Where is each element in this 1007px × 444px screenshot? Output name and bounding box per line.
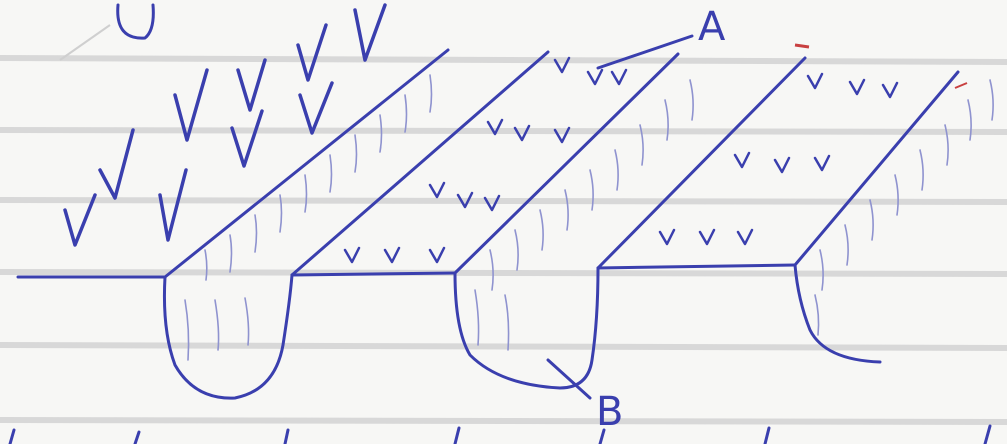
label-b-leader <box>546 358 592 400</box>
crop-marks <box>343 56 899 264</box>
ruled-lines <box>0 55 1007 425</box>
pencil-mark <box>59 24 111 61</box>
trench-3 <box>793 263 882 364</box>
trench-1 <box>162 273 294 400</box>
red-mark-2 <box>954 82 968 89</box>
ground-line <box>16 263 797 279</box>
trench-2 <box>453 266 600 390</box>
red-mark <box>794 43 810 49</box>
bottom-handwriting-fragments <box>8 424 992 444</box>
ridge-lines <box>163 48 960 279</box>
stray-loop-mark <box>116 3 155 40</box>
label-a: A <box>698 4 726 50</box>
label-a-leader <box>596 34 694 70</box>
label-b: B <box>596 389 623 435</box>
slope-hatching <box>184 74 994 361</box>
large-check-marks <box>63 3 387 247</box>
